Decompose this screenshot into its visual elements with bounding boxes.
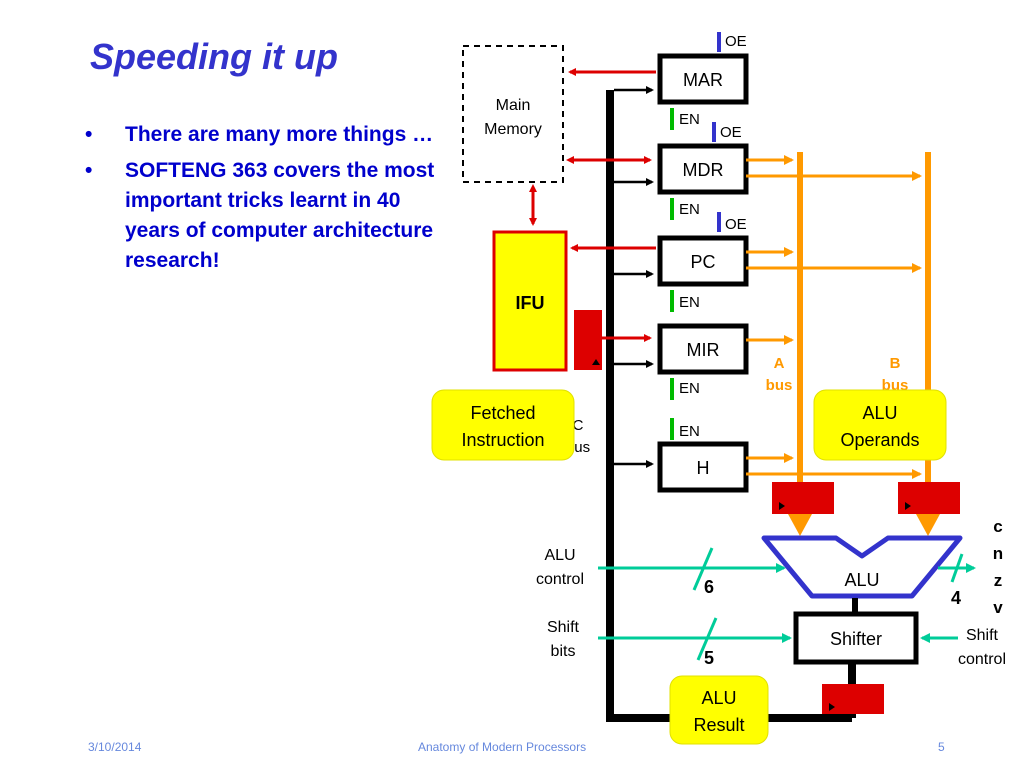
alu-shape [761,535,963,599]
mdr-oe-label: OE [720,124,742,141]
shifter-label: Shifter [830,629,882,649]
footer-page-number: 5 [938,740,945,754]
register-mdr [657,143,749,195]
mar-en-label: EN [679,111,700,128]
main-memory-line: Memory [484,121,542,138]
mir-en-label: EN [679,380,700,397]
bullet-text: There are many more things … [125,123,434,146]
main-memory-line: Main [496,97,531,114]
flag-z: z [994,571,1003,590]
register-h [657,441,749,493]
register-mir-label: MIR [687,340,720,360]
clock-icon [829,703,835,711]
alu-operands-callout [813,389,947,461]
bullet-text: SOFTENG 363 covers the most important tr… [125,159,435,272]
register-pc-label: PC [690,252,715,272]
bullet-dot: • [85,123,93,146]
main-memory-box [462,45,564,183]
pc-oe-label: OE [725,216,747,233]
clock-icon [905,502,911,510]
clock-icon [779,502,785,510]
shift-bits-slash [696,617,718,661]
flag-n: n [993,544,1003,563]
fetched-instruction-callout [431,389,575,461]
register-mar-label: MAR [683,70,723,90]
alu-label: ALU [844,570,879,590]
flag-c: c [993,517,1002,536]
bullet-item: • There are many more things … [85,120,445,150]
h-en-label: EN [679,423,700,440]
bullet-dot: • [85,159,93,182]
c-bus-line [606,90,852,722]
footer-date: 3/10/2014 [88,740,142,754]
alu-a-input-arrow [788,514,812,536]
mdr-en-label: EN [679,201,700,218]
shifter-box [793,611,919,665]
mar-oe-label: OE [725,33,747,50]
ifu-box [492,230,568,372]
flags-slash [950,553,964,583]
register-mdr-label: MDR [683,160,724,180]
shift-bits-width: 5 [704,648,714,668]
alu-control-width: 6 [704,577,714,597]
alu-b-latch [898,482,960,514]
footer-course: Anatomy of Modern Processors [418,740,587,754]
alu-b-input-arrow [916,514,940,536]
ifu-label: IFU [516,293,545,313]
clock-icon [592,359,600,365]
flag-v: v [993,598,1003,617]
bullet-item: • SOFTENG 363 covers the most important t… [85,156,445,276]
bullet-list: • There are many more things … • SOFTENG 3… [85,120,445,282]
ifu-latch [574,310,602,370]
slide-title: Speeding it up [90,36,338,77]
alu-result-callout [669,675,769,745]
pc-en-label: EN [679,294,700,311]
alu-control-slash [692,547,714,591]
register-pc [657,235,749,287]
register-h-label: H [697,458,710,478]
register-mar [657,53,749,105]
flags-width: 4 [951,588,961,608]
register-mir [657,323,749,375]
alu-a-latch [772,482,834,514]
alu-result-latch [822,684,884,714]
